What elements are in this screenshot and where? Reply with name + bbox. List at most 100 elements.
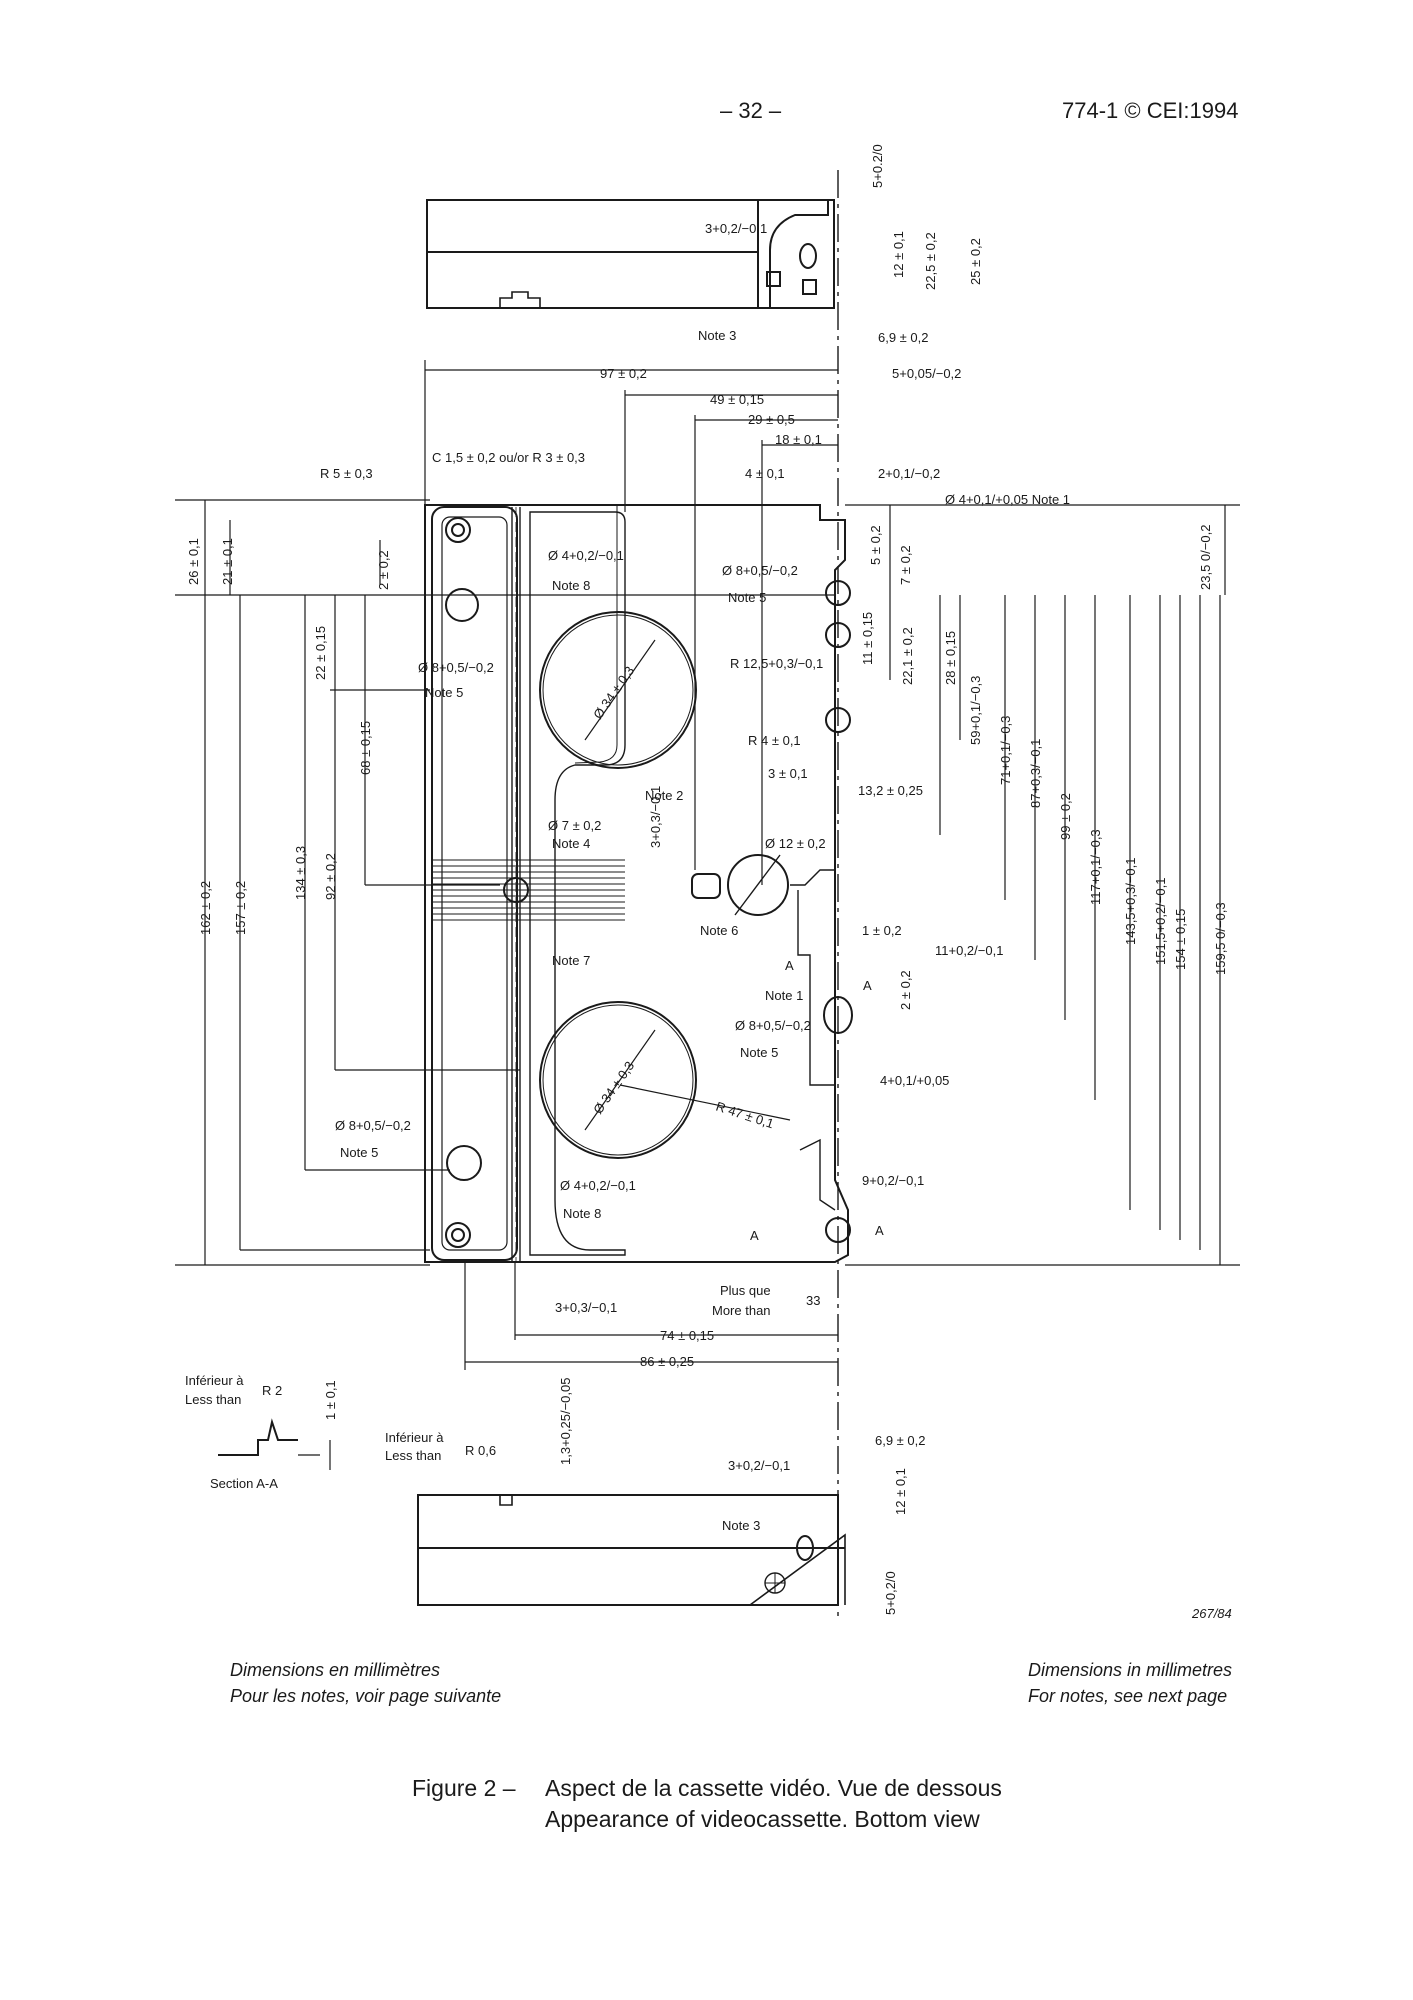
- dim-13-2: 13,2 ± 0,25: [858, 783, 923, 798]
- dim-5-02: 5 ± 0,2: [868, 525, 883, 565]
- dim-162: 162 ± 0,2: [198, 881, 213, 935]
- dim-25: 25 ± 0,2: [968, 238, 983, 285]
- r2: R 2: [262, 1383, 282, 1398]
- dim-phi4-note8-top: Ø 4+0,2/−0,1: [548, 548, 624, 563]
- dim-2-01: 2+0,1/−0,2: [878, 466, 940, 481]
- dim-26: 26 ± 0,1: [186, 538, 201, 585]
- dim-159-5: 159,5 0/−0,3: [1213, 902, 1228, 975]
- dim-phi4-note8-bottom: Ø 4+0,2/−0,1: [560, 1178, 636, 1193]
- footnote-en-2: For notes, see next page: [1028, 1686, 1228, 1706]
- dim-phi34-top: Ø 34 ± 0,3: [590, 663, 637, 721]
- note8-top: Note 8: [552, 578, 590, 593]
- dim-2: 2 ± 0,2: [376, 550, 391, 590]
- dim-phi8-left-bottom: Ø 8+0,5/−0,2: [335, 1118, 411, 1133]
- footnote-fr-2: Pour les notes, voir page suivante: [230, 1686, 502, 1706]
- dim-151-5: 151,5+0,2/−0,1: [1153, 878, 1168, 965]
- bottom-reel: [539, 1001, 697, 1159]
- section-a-right: A: [863, 978, 872, 993]
- dim-4: 4 ± 0,1: [745, 466, 785, 481]
- section-a-top: A: [785, 958, 794, 973]
- dim-157: 157 ± 0,2: [233, 881, 248, 935]
- dim-6-9: 6,9 ± 0,2: [878, 330, 929, 345]
- dim-117: 117+0,1/−0,3: [1088, 829, 1103, 905]
- dim-22-5: 22,5 ± 0,2: [923, 232, 938, 290]
- dim-22-015: 22 ± 0,15: [313, 626, 328, 680]
- dim-92: 92 ± 0,2: [323, 853, 338, 900]
- cassette-outline: [424, 504, 849, 1263]
- dim-phi4-note1: Ø 4+0,1/+0,05 Note 1: [945, 492, 1070, 507]
- dim-74: 74 ± 0,15: [660, 1328, 714, 1343]
- window-outline: [529, 511, 626, 1256]
- dim-71: 71+0,1/−0,3: [998, 716, 1013, 785]
- dim-97: 97 ± 0,2: [600, 366, 647, 381]
- note4: Note 4: [552, 836, 590, 851]
- figure-label: Figure 2 –: [412, 1775, 516, 1801]
- note6: Note 6: [700, 923, 738, 938]
- dim-28: 28 ± 0,15: [943, 631, 958, 685]
- dim-5-005: 5+0,05/−0,2: [892, 366, 961, 381]
- dim-1-02: 1 ± 0,2: [862, 923, 902, 938]
- note3-top: Note 3: [698, 328, 736, 343]
- note1: Note 1: [765, 988, 803, 1003]
- more-than: More than: [712, 1303, 771, 1318]
- note5-left-top: Note 5: [425, 685, 463, 700]
- dim-1-01: 1 ± 0,1: [323, 1380, 338, 1420]
- footnote-en-1: Dimensions in millimetres: [1028, 1660, 1233, 1680]
- dim-18: 18 ± 0,1: [775, 432, 822, 447]
- dim-phi8-mid: Ø 8+0,5/−0,2: [735, 1018, 811, 1033]
- note7: Note 7: [552, 953, 590, 968]
- dim-59: 59+0,1/−0,3: [968, 676, 983, 745]
- dim-r12-5: R 12,5+0,3/−0,1: [730, 656, 823, 671]
- dim-86: 86 ± 0,25: [640, 1354, 694, 1369]
- top-side-view: [426, 199, 835, 309]
- cassette-technical-drawing: 5+0.2/0 3+0,2/−0,1 12 ± 0,1 22,5 ± 0,2 2…: [175, 144, 1240, 1620]
- footnote-fr-1: Dimensions en millimètres: [230, 1660, 441, 1680]
- bottom-side-view: [417, 1494, 846, 1606]
- dim-r47: R 47 ± 0,1: [714, 1099, 776, 1132]
- dim-21: 21 ± 0,1: [220, 538, 235, 585]
- note8-bottom: Note 8: [563, 1206, 601, 1221]
- section-a-a: [218, 1418, 331, 1470]
- dim-49: 49 ± 0,15: [710, 392, 764, 407]
- dim-11-015: 11 ± 0,15: [860, 612, 875, 665]
- dim-68: 68 ± 0,15: [358, 721, 373, 775]
- dim-99: 99 ± 0,2: [1058, 793, 1073, 840]
- dim-143-5: 143,5+0,3/−0,1: [1123, 858, 1138, 945]
- dim-9: 9+0,2/−0,1: [862, 1173, 924, 1188]
- top-reel: [539, 611, 697, 769]
- dim-12: 12 ± 0,1: [891, 231, 906, 278]
- dim-phi8-left-top: Ø 8+0,5/−0,2: [418, 660, 494, 675]
- dim-33: 33: [806, 1293, 820, 1308]
- dim-5-top: 5+0.2/0: [870, 144, 885, 188]
- dim-87: 87+0,3/−0,1: [1028, 739, 1043, 808]
- dim-r4: R 4 ± 0,1: [748, 733, 801, 748]
- dim-phi8-right: Ø 8+0,5/−0,2: [722, 563, 798, 578]
- dim-1-3: 1,3+0,25/−0,05: [558, 1378, 573, 1465]
- dim-7-02: 7 ± 0,2: [898, 545, 913, 585]
- inferieur-2: Inférieur à: [385, 1430, 444, 1445]
- caption-fr: Aspect de la cassette vidéo. Vue de dess…: [545, 1775, 1002, 1801]
- less-than-2: Less than: [385, 1448, 441, 1463]
- note5-left-bottom: Note 5: [340, 1145, 378, 1160]
- drawing-number: 267/84: [1191, 1606, 1232, 1620]
- note5-mid: Note 5: [740, 1045, 778, 1060]
- dim-2-02: 2 ± 0,2: [898, 970, 913, 1010]
- dim-phi7: Ø 7 ± 0,2: [548, 818, 601, 833]
- section-a-low2: A: [875, 1223, 884, 1238]
- dim-phi12: Ø 12 ± 0,2: [765, 836, 826, 851]
- dim-6-9-bottom: 6,9 ± 0,2: [875, 1433, 926, 1448]
- top-view-outline: [426, 199, 835, 309]
- dim-22-1: 22,1 ± 0,2: [900, 627, 915, 685]
- dim-4-01: 4+0,1/+0,05: [880, 1073, 949, 1088]
- note2: Note 2: [645, 788, 683, 803]
- less-than-1: Less than: [185, 1392, 241, 1407]
- section-a-low: A: [750, 1228, 759, 1243]
- dim-29: 29 ± 0,5: [748, 412, 795, 427]
- note5-right-top: Note 5: [728, 590, 766, 605]
- dim-154: 154 ± 0,15: [1173, 909, 1188, 970]
- dim-5-bottom: 5+0,2/0: [883, 1571, 898, 1615]
- dim-3-03: 3+0,3/−0,1: [648, 786, 663, 848]
- section-aa: Section A-A: [210, 1476, 278, 1491]
- page-number: – 32 –: [720, 98, 782, 123]
- dim-chamfer: C 1,5 ± 0,2 ou/or R 3 ± 0,3: [432, 450, 585, 465]
